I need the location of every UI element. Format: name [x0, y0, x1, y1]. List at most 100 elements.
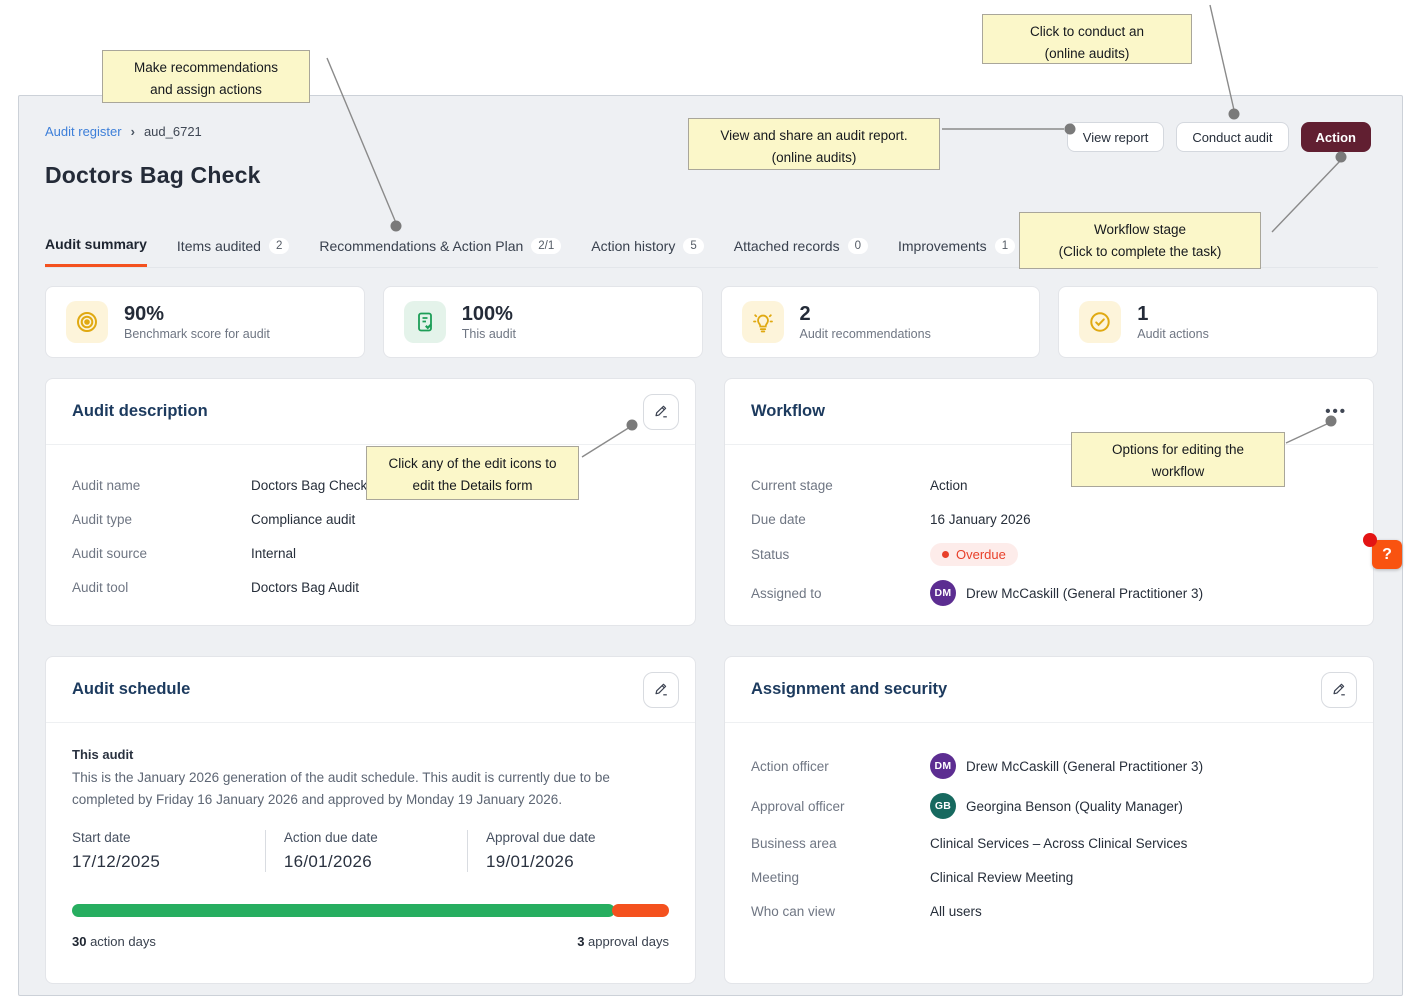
approval-days-text: approval days	[584, 934, 669, 950]
action-due-date-column: Action due date 16/01/2026	[264, 830, 467, 873]
tab-count-badge: 5	[683, 237, 704, 254]
action-button[interactable]: Action	[1300, 122, 1371, 152]
field-value: 16 January 2026	[930, 511, 1031, 527]
field-value: GB Georgina Benson (Quality Manager)	[930, 793, 1183, 819]
stat-value: 1	[1137, 303, 1149, 325]
field-status: Status Overdue	[751, 543, 1347, 566]
lightbulb-icon	[741, 301, 784, 343]
field-action-officer: Action officer DM Drew McCaskill (Genera…	[751, 753, 1347, 779]
stat-label: Benchmark score for audit	[124, 327, 270, 341]
stat-audit-recommendations: 2 Audit recommendations	[720, 286, 1041, 358]
status-dot-icon	[942, 551, 949, 558]
callout-text: workflow	[1151, 464, 1205, 480]
card-title: Assignment and security	[751, 680, 948, 698]
audit-schedule-card: Audit schedule This audit This is the Ja…	[45, 656, 696, 984]
field-label: Assigned to	[751, 585, 822, 601]
field-label: Action officer	[751, 758, 829, 774]
action-days-text: action days	[86, 934, 156, 950]
callout-text: (Click to complete the task)	[1058, 244, 1222, 260]
callout-text: (online audits)	[771, 150, 857, 166]
tab-count-badge: 2	[268, 237, 290, 254]
callout-text: Click any of the edit icons to	[388, 456, 557, 471]
tab-label: Audit summary	[45, 236, 147, 252]
field-label: Business area	[751, 835, 837, 851]
stat-value: 100%	[461, 303, 513, 325]
field-business-area: Business area Clinical Services – Across…	[751, 833, 1347, 853]
tab-action-history[interactable]: Action history 5	[591, 234, 704, 267]
pencil-icon	[654, 683, 667, 696]
approval-days-label: 3 approval days	[577, 934, 669, 949]
field-label: Audit source	[72, 545, 148, 561]
avatar: DM	[930, 753, 956, 779]
avatar: DM	[930, 580, 956, 606]
tab-improvements[interactable]: Improvements 1	[897, 234, 1016, 267]
callout-text: Click to conduct an	[1029, 24, 1145, 39]
assigned-to-name: Drew McCaskill (General Practitioner 3)	[966, 585, 1204, 601]
field-label: Who can view	[751, 903, 836, 919]
stat-cards: 90% Benchmark score for audit 100% This …	[45, 286, 1378, 358]
stat-label: Audit recommendations	[799, 327, 931, 341]
view-report-button[interactable]: View report	[1066, 122, 1165, 152]
field-value: Doctors Bag Audit	[251, 579, 360, 595]
help-button[interactable]: ?	[1372, 540, 1402, 569]
header-actions: View report Conduct audit Action	[1066, 122, 1371, 152]
card-header: Audit description	[46, 379, 695, 445]
notification-dot-icon	[1363, 533, 1377, 547]
card-header: Assignment and security	[725, 657, 1373, 723]
page-title: Doctors Bag Check	[45, 162, 261, 188]
callout-workflow-stage: Workflow stage (Click to complete the ta…	[1019, 212, 1261, 269]
callout-text: View and share an audit report.	[720, 128, 908, 143]
field-value: Doctors Bag Check	[251, 477, 368, 493]
callout-view-report: View and share an audit report. (online …	[688, 118, 940, 170]
callout-text: (online audits)	[1044, 46, 1130, 62]
schedule-dates: Start date 17/12/2025 Action due date 16…	[72, 830, 669, 873]
tab-label: Recommendations & Action Plan	[319, 237, 524, 254]
callout-edit-icons: Click any of the edit icons to edit the …	[366, 446, 579, 500]
card-body: This audit This is the January 2026 gene…	[46, 723, 695, 949]
pencil-icon	[1332, 683, 1345, 696]
tab-count-badge: 1	[994, 237, 1016, 254]
card-header: Audit schedule	[46, 657, 695, 723]
card-title: Workflow	[751, 402, 825, 420]
callout-text: and assign actions	[150, 82, 262, 98]
tab-bar: Audit summary Items audited 2 Recommenda…	[45, 234, 1378, 268]
field-due-date: Due date 16 January 2026	[751, 509, 1347, 529]
ellipsis-menu-icon[interactable]: •••	[1325, 403, 1347, 420]
card-body: Audit name Doctors Bag Check Audit type …	[46, 445, 695, 597]
field-who-can-view: Who can view All users	[751, 901, 1347, 921]
stat-value: 90%	[124, 303, 165, 325]
tab-label: Improvements	[897, 237, 987, 254]
progress-labels: 30 action days 3 approval days	[72, 934, 669, 949]
field-assigned-to: Assigned to DM Drew McCaskill (General P…	[751, 580, 1347, 606]
tab-audit-summary[interactable]: Audit summary	[45, 234, 147, 267]
conduct-audit-button[interactable]: Conduct audit	[1176, 122, 1289, 152]
date-label: Action due date	[283, 830, 378, 846]
tab-attached-records[interactable]: Attached records 0	[734, 234, 868, 267]
stat-benchmark-score: 90% Benchmark score for audit	[45, 286, 365, 358]
field-label: Due date	[751, 511, 806, 527]
breadcrumb-current: aud_6721	[143, 124, 202, 139]
stat-value: 2	[799, 303, 811, 325]
tab-recommendations-action-plan[interactable]: Recommendations & Action Plan 2/1	[319, 234, 562, 267]
approval-due-date-column: Approval due date 19/01/2026	[466, 830, 669, 873]
check-circle-icon	[1079, 301, 1122, 343]
edit-audit-description-button[interactable]	[643, 393, 679, 430]
field-label: Meeting	[751, 869, 800, 885]
field-label: Audit tool	[72, 579, 129, 595]
field-current-stage: Current stage Action	[751, 475, 1347, 495]
edit-audit-schedule-button[interactable]	[643, 671, 679, 708]
callout-make-recommendations: Make recommendations and assign actions	[102, 50, 310, 103]
date-value: 16/01/2026	[283, 852, 372, 872]
edit-assignment-button[interactable]	[1321, 671, 1357, 708]
approval-officer-name: Georgina Benson (Quality Manager)	[966, 798, 1183, 814]
field-audit-source: Audit source Internal	[72, 543, 669, 563]
field-value: Clinical Services – Across Clinical Serv…	[930, 835, 1188, 851]
card-header: Workflow •••	[725, 379, 1373, 445]
tab-items-audited[interactable]: Items audited 2	[177, 234, 290, 267]
field-approval-officer: Approval officer GB Georgina Benson (Qua…	[751, 793, 1347, 819]
action-days-value: 30	[72, 934, 87, 950]
breadcrumb-audit-register-link[interactable]: Audit register	[45, 124, 122, 139]
date-label: Start date	[72, 830, 131, 846]
field-value: Compliance audit	[251, 511, 356, 527]
